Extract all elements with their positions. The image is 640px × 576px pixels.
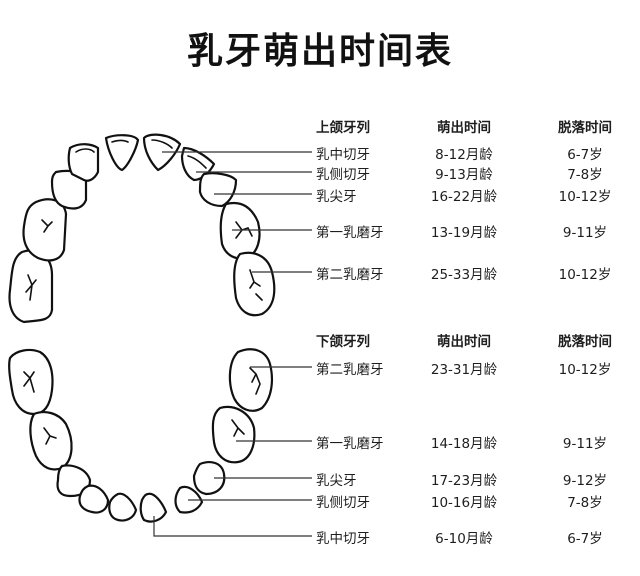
lower-shedding-time: 7-8岁: [567, 495, 603, 511]
lower-eruption-time: 23-31月龄: [430, 362, 498, 378]
lower-eruption-time: 14-18月龄: [430, 436, 498, 452]
lower-shedding-header: 脱落时间: [558, 334, 612, 350]
lower-arch: [8, 348, 273, 523]
lower-right-first-molar: [211, 405, 256, 464]
upper-shedding-time: 9-11岁: [562, 225, 608, 241]
lower-shedding-time: 6-7岁: [567, 531, 603, 547]
upper-shedding-header: 脱落时间: [558, 120, 612, 136]
upper-tooth-name: 乳中切牙: [316, 147, 370, 163]
upper-eruption-time: 16-22月龄: [430, 189, 498, 205]
lower-tooth-name: 乳侧切牙: [316, 495, 370, 511]
lower-left-first-molar: [29, 411, 73, 471]
upper-shedding-time: 6-7岁: [567, 147, 603, 163]
lower-eruption-time: 10-16月龄: [430, 495, 498, 511]
lower-shedding-time: 9-11岁: [562, 436, 608, 452]
upper-shedding-time: 7-8岁: [567, 167, 603, 183]
lower-left-central: [108, 492, 138, 522]
lower-jaw-header: 下颌牙列: [316, 334, 370, 350]
upper-right-second-molar: [233, 251, 276, 317]
lower-eruption-time: 17-23月龄: [430, 473, 498, 489]
upper-eruption-header: 萌出时间: [437, 120, 491, 136]
lower-shedding-time: 10-12岁: [558, 362, 612, 378]
upper-right-canine: [198, 172, 238, 208]
lower-right-canine: [192, 461, 226, 496]
upper-eruption-time: 13-19月龄: [430, 225, 498, 241]
upper-left-lateral: [67, 143, 100, 182]
upper-tooth-name: 第一乳磨牙: [316, 225, 384, 241]
upper-tooth-name: 乳侧切牙: [316, 167, 370, 183]
lower-eruption-header: 萌出时间: [437, 334, 491, 350]
upper-eruption-time: 8-12月龄: [435, 147, 493, 163]
lower-eruption-time: 6-10月龄: [435, 531, 493, 547]
lower-left-canine: [56, 464, 92, 498]
lower-right-central: [139, 492, 168, 523]
upper-left-central: [104, 134, 140, 172]
upper-right-first-molar: [219, 201, 261, 260]
upper-tooth-name: 第二乳磨牙: [316, 267, 384, 283]
lower-tooth-name: 乳中切牙: [316, 531, 370, 547]
lower-tooth-name: 第二乳磨牙: [316, 362, 384, 378]
upper-jaw-header: 上颌牙列: [316, 120, 370, 136]
upper-arch: [8, 133, 276, 324]
lower-shedding-time: 9-12岁: [562, 473, 608, 489]
upper-tooth-name: 乳尖牙: [316, 189, 357, 205]
lower-tooth-name: 乳尖牙: [316, 473, 357, 489]
upper-shedding-time: 10-12岁: [558, 267, 612, 283]
lower-right-second-molar: [228, 348, 273, 412]
upper-eruption-time: 25-33月龄: [430, 267, 498, 283]
upper-eruption-time: 9-13月龄: [435, 167, 493, 183]
lower-tooth-name: 第一乳磨牙: [316, 436, 384, 452]
lower-left-lateral: [78, 484, 110, 514]
page-title: 乳牙萌出时间表: [186, 31, 453, 72]
upper-shedding-time: 10-12岁: [558, 189, 612, 205]
